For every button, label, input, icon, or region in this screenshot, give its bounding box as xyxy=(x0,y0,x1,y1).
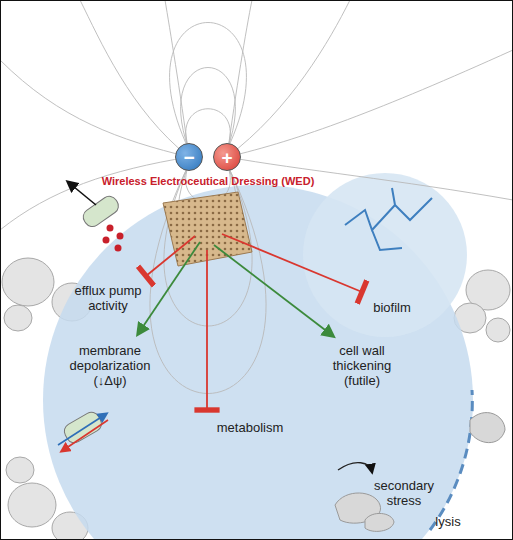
effect-label: membrane depolarization (↓Δψ) xyxy=(58,343,162,388)
polarity-sign: − xyxy=(183,148,194,167)
device-title: Wireless Electroceutical Dressing (WED) xyxy=(102,175,315,188)
effect-label: metabolism xyxy=(217,420,283,435)
effect-label: efflux pump activity xyxy=(62,283,154,313)
electrode-circle: − xyxy=(175,143,203,171)
polarity-sign: + xyxy=(221,148,232,167)
outcome-label: secondary stress xyxy=(365,478,443,508)
effect-label: cell wall thickening (futile) xyxy=(316,343,408,388)
effect-label: biofilm xyxy=(373,300,411,315)
outcome-label: lysis xyxy=(435,514,460,529)
electrode-circle: + xyxy=(213,143,241,171)
